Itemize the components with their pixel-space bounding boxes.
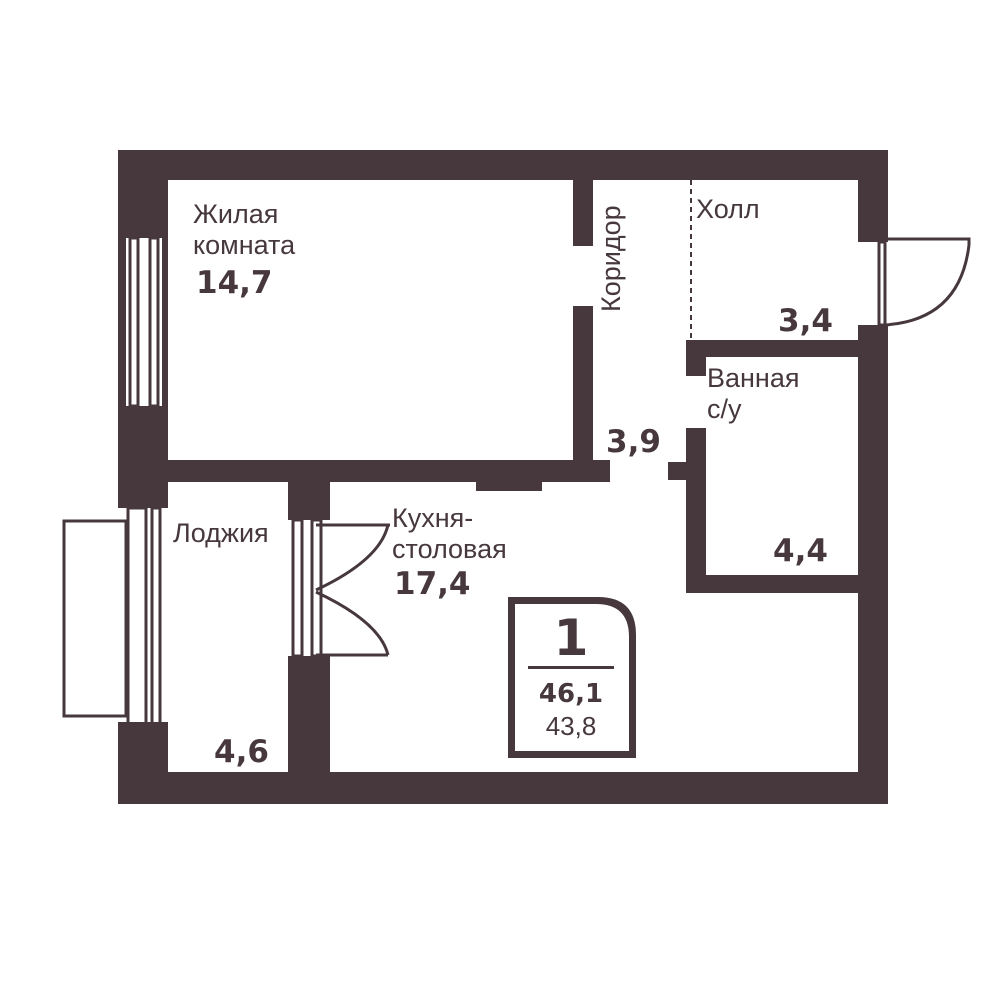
wall-loggia-kitchen-lower	[288, 656, 330, 776]
loggia-label: Лоджия	[173, 518, 269, 548]
hall-label: Холл	[696, 194, 760, 224]
outer-walls	[118, 150, 888, 804]
loggia-window	[62, 506, 162, 732]
bathroom-label-1: Ванная	[707, 363, 799, 393]
wall-living-kitchen	[160, 460, 610, 482]
corridor-label: Коридор	[596, 205, 626, 312]
wall-bath-stub	[668, 462, 690, 480]
wall-bath-corridor-top	[686, 340, 706, 376]
kitchen-label-1: Кухня-	[392, 503, 473, 533]
total-area: 46,1	[539, 679, 603, 709]
wall-living-corridor-upper	[573, 180, 593, 246]
kitchen-label-2: столовая	[392, 534, 507, 564]
wall-living-corridor-lower	[573, 306, 593, 466]
interior-walls	[160, 180, 858, 776]
wall-top	[118, 150, 888, 180]
hall-area: 3,4	[778, 303, 833, 339]
living-area-total: 43,8	[546, 711, 597, 741]
living-label-1: Жилая	[193, 199, 278, 229]
wall-bottom	[118, 772, 888, 804]
wall-bath-bottom	[686, 575, 858, 593]
loggia-area: 4,6	[214, 734, 269, 770]
wall-right-bottom	[858, 325, 888, 804]
summary-divider	[528, 666, 614, 669]
wall-right-top	[858, 150, 888, 242]
loggia-balcony-frame	[62, 519, 128, 718]
room-count: 1	[554, 609, 589, 667]
entrance-door	[858, 237, 971, 327]
corridor-area: 3,9	[606, 424, 661, 460]
wall-hall-bath-top	[686, 340, 858, 357]
loggia-door	[288, 518, 390, 658]
room-labels: Жилая комната 14,7 Коридор 3,9 Холл 3,4 …	[173, 194, 833, 770]
living-area: 14,7	[196, 265, 273, 301]
summary-badge: 1 46,1 43,8	[508, 597, 636, 758]
wall-bath-corridor	[686, 428, 706, 592]
living-window	[126, 236, 162, 408]
wall-kitchen-door-sill	[476, 478, 542, 491]
bathroom-label-2: с/у	[707, 394, 742, 424]
bathroom-area: 4,4	[773, 533, 828, 569]
wall-loggia-kitchen-upper	[288, 478, 330, 520]
wall-left-lower	[118, 722, 168, 804]
kitchen-area: 17,4	[394, 566, 471, 602]
living-label-2: комната	[193, 230, 296, 260]
